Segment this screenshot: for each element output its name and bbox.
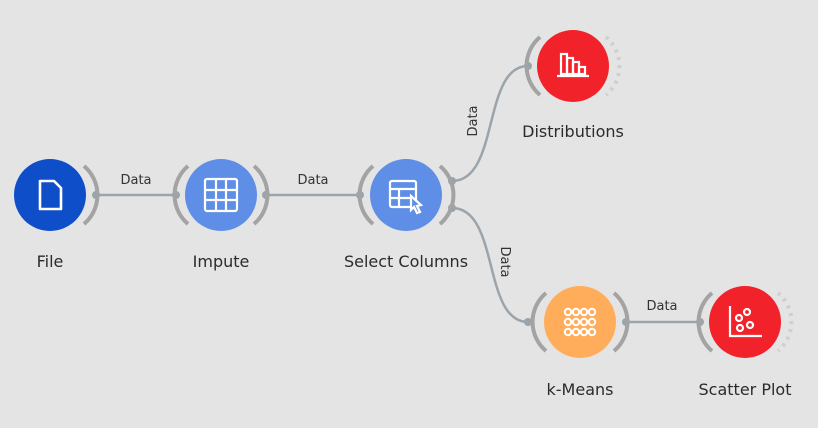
bar-chart-icon [557, 52, 589, 78]
select-columns-icon [388, 179, 424, 215]
link-label-select-kmeans: Data [497, 246, 512, 277]
link-select-kmeans[interactable] [451, 206, 529, 324]
output-arc[interactable] [438, 164, 456, 226]
input-arc[interactable] [357, 164, 375, 226]
node-select-columns[interactable] [357, 159, 456, 231]
node-label-kmeans: k-Means [546, 380, 614, 399]
node-impute[interactable] [172, 159, 270, 231]
node-label-impute: Impute [192, 252, 250, 271]
node-label-file: File [36, 252, 64, 271]
output-arc-empty[interactable] [776, 291, 794, 353]
input-arc[interactable] [524, 35, 542, 97]
node-label-distributions: Distributions [522, 122, 624, 141]
scatter-plot-icon [728, 306, 762, 338]
node-label-scatter-plot: Scatter Plot [698, 380, 792, 399]
output-arc-empty[interactable] [604, 35, 622, 97]
node-kmeans[interactable] [530, 286, 630, 358]
node-circle[interactable] [185, 159, 257, 231]
output-arc[interactable] [82, 164, 100, 226]
node-circle[interactable] [709, 286, 781, 358]
input-arc[interactable] [696, 291, 714, 353]
link-select-distributions[interactable] [451, 64, 529, 183]
node-circle[interactable] [14, 159, 86, 231]
grid-table-icon [203, 177, 239, 213]
link-label-kmeans-scatter: Data [646, 299, 677, 314]
input-arc[interactable] [530, 291, 548, 353]
file-icon [38, 179, 63, 211]
output-arc[interactable] [252, 164, 270, 226]
kmeans-dots-icon [563, 307, 597, 337]
node-file[interactable] [14, 159, 100, 231]
link-label-impute-select: Data [297, 173, 328, 188]
node-distributions[interactable] [524, 30, 622, 102]
input-arc[interactable] [172, 164, 190, 226]
link-label-file-impute: Data [120, 173, 151, 188]
output-arc[interactable] [612, 291, 630, 353]
node-scatter-plot[interactable] [696, 286, 794, 358]
link-label-select-distributions: Data [466, 105, 481, 136]
links [96, 64, 700, 324]
node-label-select-columns: Select Columns [343, 252, 469, 271]
node-circle[interactable] [370, 159, 442, 231]
